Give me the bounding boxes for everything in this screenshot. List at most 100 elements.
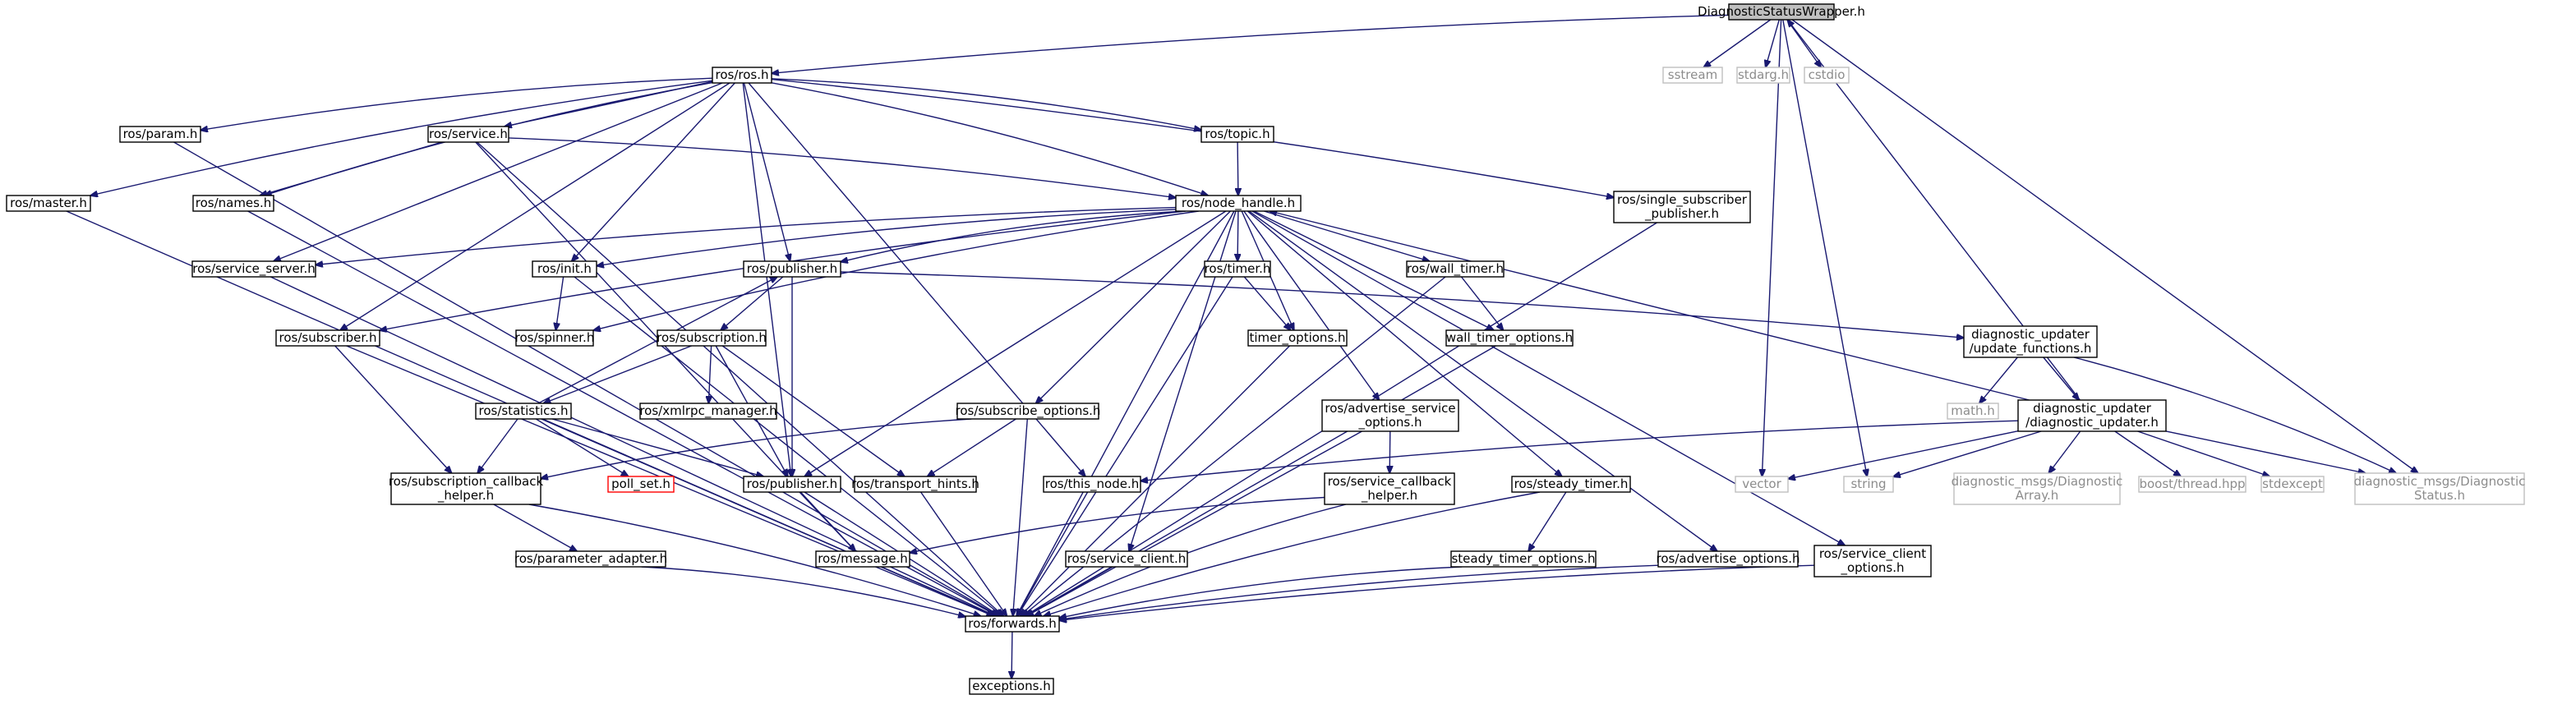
node-publisher2[interactable]: ros/publisher.h (743, 476, 841, 493)
node-box (1735, 476, 1789, 493)
node-service-client-options[interactable]: ros/service_client_options.h (1813, 545, 1932, 577)
node-box (1200, 126, 1274, 143)
node-timer-options[interactable]: timer_options.h (1247, 329, 1348, 347)
edge-steady_timer-to-steady_timer_options (1528, 491, 1567, 551)
edge-root-to-cstdio (1786, 19, 1821, 67)
node-steady-timer[interactable]: ros/steady_timer.h (1511, 476, 1631, 493)
node-root[interactable]: DiagnosticStatusWrapper.h (1698, 3, 1865, 21)
node-advertise-options[interactable]: ros/advertise_options.h (1657, 550, 1800, 568)
node-service-client[interactable]: ros/service_client.h (1065, 550, 1188, 568)
node-this-node[interactable]: ros/this_node.h (1043, 476, 1141, 493)
node-box (956, 403, 1099, 420)
edge-subscription-to-statistics (543, 345, 692, 403)
node-exceptions[interactable]: exceptions.h (969, 678, 1054, 695)
node-box (712, 67, 772, 84)
node-topic[interactable]: ros/topic.h (1200, 126, 1274, 143)
node-subscriber[interactable]: ros/subscriber.h (275, 329, 380, 347)
edge-advertise_options-to-forwards (1059, 564, 1659, 619)
node-node-handle[interactable]: ros/node_handle.h (1175, 195, 1302, 212)
node-label: ros/subscription.h (657, 330, 767, 345)
node-label: poll_set.h (611, 476, 670, 492)
edge-service_client-to-forwards (1026, 566, 1113, 616)
node-label: ros/forwards.h (968, 616, 1056, 631)
edge-node_handle-to-subscribe_options (1036, 210, 1231, 403)
node-ros-h[interactable]: ros/ros.h (712, 67, 772, 84)
node-subscribe-options[interactable]: ros/subscribe_options.h (956, 403, 1101, 420)
edge-publisher_h-to-subscription (721, 276, 784, 330)
node-message[interactable]: ros/message.h (815, 550, 910, 568)
node-param-adapter[interactable]: ros/parameter_adapter.h (514, 550, 667, 568)
node-label: ros/timer.h (1205, 261, 1271, 276)
node-timer[interactable]: ros/timer.h (1204, 260, 1271, 278)
node-layer: DiagnosticStatusWrapper.h ros/ros.h sstrea… (6, 3, 2526, 695)
node-label: ros/service_client.h (1067, 551, 1187, 567)
node-label: ros/subscription_callback (389, 474, 544, 490)
node-label: diagnostic_msgs/Diagnostic (2354, 474, 2526, 490)
edge-ros_h-to-node_handle (771, 82, 1208, 196)
node-master[interactable]: ros/master.h (6, 195, 91, 212)
edge-node_handle-to-advertise_options (1248, 210, 1717, 551)
edge-advertise_service-to-forwards (1026, 430, 1362, 616)
node-label: /diagnostic_updater.h (2025, 415, 2159, 430)
node-forwards[interactable]: ros/forwards.h (965, 615, 1060, 633)
node-service-callback[interactable]: ros/service_callback_helper.h (1324, 472, 1455, 505)
node-label: diagnostic_updater (1971, 327, 2090, 343)
edge-node_handle-to-spinner (593, 210, 1199, 330)
node-box (607, 476, 675, 493)
node-sub-callback[interactable]: ros/subscription_callback_helper.h (389, 472, 544, 505)
node-label: ros/subscribe_options.h (956, 403, 1101, 419)
edge-statistics-to-poll_set (535, 418, 628, 476)
edge-service-to-node_handle (508, 137, 1176, 198)
edge-transport_hints-to-forwards (920, 491, 1007, 616)
node-spinner[interactable]: ros/spinner.h (515, 329, 595, 347)
edge-subscribe_options-to-forwards (1013, 418, 1028, 616)
node-subscription[interactable]: ros/subscription.h (657, 329, 767, 347)
node-box (965, 615, 1060, 633)
node-label: ros/service.h (429, 127, 508, 141)
node-wall-timer[interactable]: ros/wall_timer.h (1406, 260, 1505, 278)
node-box (1043, 476, 1141, 493)
node-transport-hints[interactable]: ros/transport_hints.h (851, 476, 979, 493)
node-names[interactable]: ros/names.h (192, 195, 274, 212)
node-publisher-h[interactable]: ros/publisher.h (743, 260, 841, 278)
node-label: ros/transport_hints.h (851, 476, 979, 492)
node-box (2017, 399, 2167, 432)
node-box (275, 329, 380, 347)
node-steady-timer-options[interactable]: steady_timer_options.h (1450, 550, 1597, 568)
edge-timer_options-to-forwards (1021, 345, 1290, 616)
node-stdexcept: stdexcept (2260, 476, 2325, 493)
node-label: ros/advertise_service (1325, 401, 1455, 416)
node-label: boost/thread.hpp (2139, 476, 2245, 491)
node-box (390, 472, 541, 505)
node-label: cstdio (1809, 67, 1846, 82)
node-box (1947, 403, 1999, 420)
node-label: exceptions.h (972, 679, 1050, 693)
node-service-server[interactable]: ros/service_server.h (191, 260, 316, 278)
node-advertise-service[interactable]: ros/advertise_service_options.h (1321, 399, 1459, 432)
node-label: ros/xmlrpc_manager.h (639, 403, 776, 419)
node-wall-timer-options[interactable]: wall_timer_options.h (1445, 329, 1574, 347)
node-single-sub[interactable]: ros/single_subscriber_publisher.h (1613, 191, 1751, 223)
node-label: ros/init.h (537, 261, 592, 276)
edge-node_handle-to-steady_timer (1247, 210, 1562, 476)
node-label: ros/single_subscriber (1617, 192, 1748, 208)
edge-root-to-ros_h (772, 14, 1730, 73)
node-param[interactable]: ros/param.h (119, 126, 201, 143)
node-label: ros/names.h (196, 196, 272, 210)
edge-node_handle-to-publisher_h (841, 210, 1186, 262)
node-label: stdarg.h (1738, 67, 1789, 82)
node-update-functions[interactable]: diagnostic_updater/update_functions.h (1963, 325, 2098, 358)
node-statistics[interactable]: ros/statistics.h (475, 403, 572, 420)
node-label: ros/statistics.h (478, 403, 568, 418)
node-label: ros/wall_timer.h (1407, 261, 1504, 277)
edge-service_client_options-to-forwards (1059, 564, 1815, 620)
node-box (119, 126, 201, 143)
node-box (1613, 191, 1751, 223)
node-init[interactable]: ros/init.h (532, 260, 597, 278)
node-xmlrpc[interactable]: ros/xmlrpc_manager.h (639, 403, 777, 420)
node-diag-updater[interactable]: diagnostic_updater/diagnostic_updater.h (2017, 399, 2167, 432)
node-service[interactable]: ros/service.h (427, 126, 509, 143)
edge-node_handle-to-wall_timer (1264, 210, 1429, 261)
node-label: sstream (1668, 67, 1717, 82)
node-vector: vector (1735, 476, 1789, 493)
